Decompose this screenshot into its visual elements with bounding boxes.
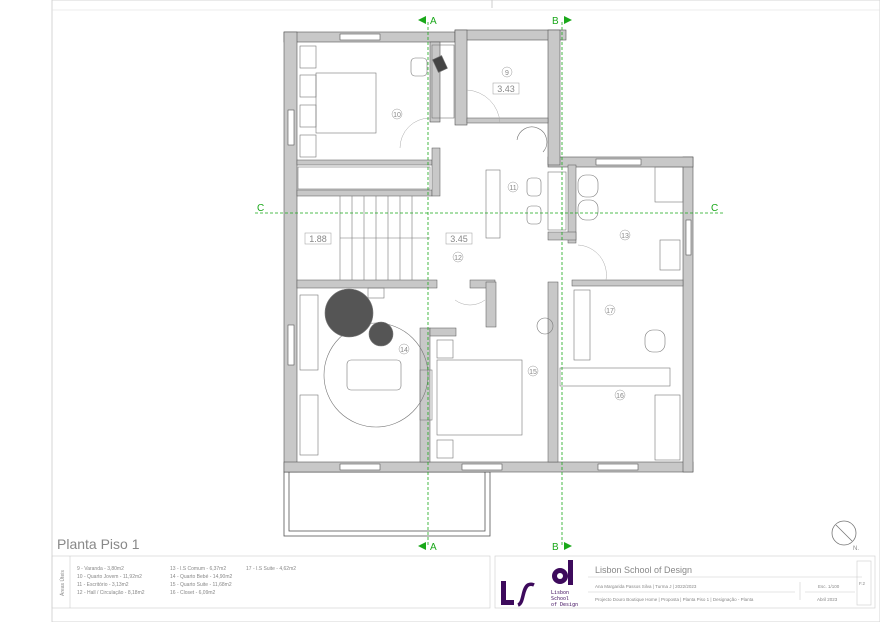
level-mark: 1.88: [309, 234, 327, 244]
room-labels: 9 10 11 12 13 14 15 16 17: [391, 66, 631, 401]
room-number-15: 15: [529, 369, 537, 376]
area-item: 11 - Escritório - 3,13m2: [77, 582, 129, 588]
furniture: [297, 44, 684, 461]
section-label-c-right: C: [711, 203, 718, 214]
logo-text: School: [551, 596, 569, 602]
area-item: 14 - Quarto Bebé - 14,90m2: [170, 574, 233, 580]
area-item: 13 - I.S Comum - 6,37m2: [170, 566, 227, 572]
section-arrows: [418, 16, 572, 550]
level-mark: 3.45: [450, 234, 468, 244]
room-number-17: 17: [606, 308, 614, 315]
section-label-b-bottom: B: [552, 542, 559, 553]
room-number-11: 11: [509, 185, 516, 192]
door-swings: [399, 89, 607, 306]
school-name: Lisbon School of Design: [595, 565, 692, 575]
exterior-walls: [283, 29, 694, 473]
balcony: [283, 471, 491, 537]
room-number-13: 13: [621, 233, 629, 240]
section-label-a-top: A: [430, 16, 437, 27]
windows: [287, 33, 692, 471]
areas-column-2: 13 - I.S Comum - 6,37m2 14 - Quarto Bebé…: [170, 565, 232, 597]
bed-room-10: [315, 72, 377, 134]
areas-column-1: 9 - Varanda - 3,80m2 10 - Quarto Jovem -…: [77, 565, 145, 597]
section-label-c-left: C: [257, 203, 264, 214]
interior-walls: [296, 117, 684, 463]
logo-text: of Design: [551, 602, 578, 608]
area-item: 9 - Varanda - 3,80m2: [77, 566, 124, 572]
north-arrow-icon: [831, 520, 857, 546]
area-item: 10 - Quarto Jovem - 11,92m2: [77, 574, 142, 580]
level-marks: 3.43 1.88 3.45: [304, 82, 520, 245]
north-label: N.: [853, 546, 859, 552]
section-label-a-bottom: A: [430, 542, 437, 553]
area-item: 12 - Hall / Circulação - 8,18m2: [77, 590, 145, 596]
plant: [324, 288, 374, 338]
section-lines: [255, 22, 725, 545]
project-line: Projecto Douro Boutique Home | Proposta …: [595, 597, 754, 602]
room-number-14: 14: [400, 347, 408, 354]
areas-label: Áreas Úteis: [59, 570, 66, 596]
room-number-10: 10: [393, 112, 401, 119]
room-number-12: 12: [454, 255, 462, 262]
title-block-frames: [51, 555, 876, 609]
wardrobe: [297, 166, 431, 190]
area-item: 17 - I.S Suite - 4,62m2: [246, 566, 297, 572]
logo-text: Lisbon: [551, 590, 569, 596]
area-item: 15 - Quarto Suite - 11,68m2: [170, 582, 232, 588]
drawing-title: Planta Piso 1: [57, 536, 140, 552]
sheet-number: F.2: [859, 581, 866, 586]
school-logo: [501, 560, 573, 607]
area-item: 16 - Closet - 6,09m2: [170, 590, 216, 596]
bed-room-15: [436, 359, 523, 436]
date: Abril 2023: [817, 597, 838, 602]
room-number-16: 16: [616, 393, 624, 400]
scale: Esc. 1/100: [818, 584, 840, 589]
areas-column-3: 17 - I.S Suite - 4,62m2: [246, 565, 296, 573]
section-label-b-top: B: [552, 16, 559, 27]
room-number-9: 9: [505, 70, 509, 77]
author-line: Ana Margarida Passos Silva | Turma J | 2…: [595, 584, 697, 589]
sheet-frame: [51, 0, 880, 622]
level-mark: 3.43: [497, 84, 515, 94]
